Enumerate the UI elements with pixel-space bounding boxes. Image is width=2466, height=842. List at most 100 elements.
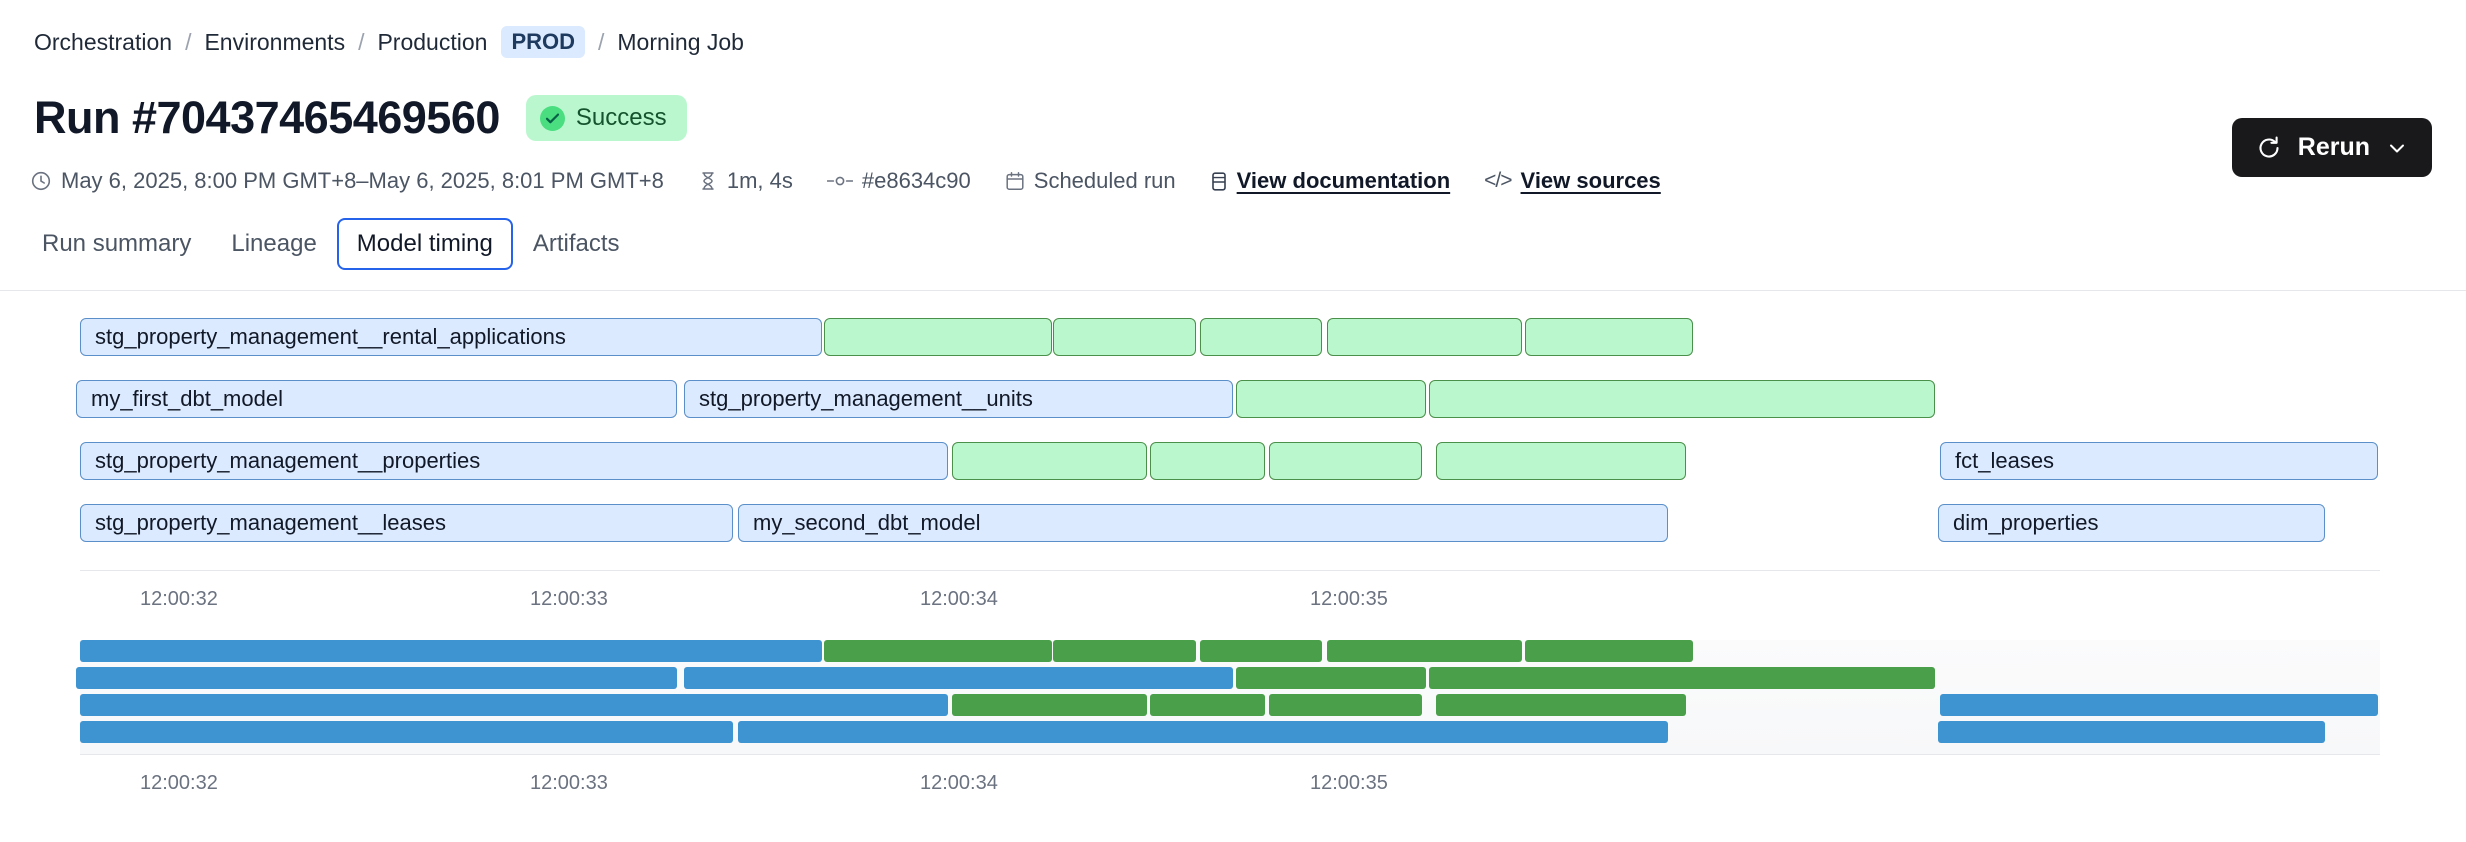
minimap-bar-model[interactable] [1938, 721, 2325, 743]
breadcrumb-item-orchestration[interactable]: Orchestration [34, 28, 173, 55]
minimap-bar-step[interactable] [1236, 667, 1426, 689]
book-icon [1210, 171, 1228, 192]
minimap-row [0, 694, 2466, 716]
check-circle-icon [539, 105, 565, 131]
gantt-bar-model[interactable]: stg_property_management__units [684, 380, 1233, 418]
commit-icon [826, 172, 853, 190]
minimap-bar-step[interactable] [1429, 667, 1935, 689]
meta-timerange-label: May 6, 2025, 8:00 PM GMT+8–May 6, 2025, … [61, 168, 664, 193]
gantt-axis-tick: 12:00:34 [920, 588, 998, 610]
tab-model-timing[interactable]: Model timing [336, 218, 513, 270]
gantt-bar-step[interactable] [1053, 318, 1196, 356]
minimap-bar-step[interactable] [1269, 694, 1422, 716]
breadcrumb-item-production[interactable]: Production [377, 28, 488, 55]
minimap-bar-step[interactable] [1327, 640, 1522, 662]
meta-commit: #e8634c90 [826, 168, 971, 194]
gantt-bar-model[interactable]: stg_property_management__properties [80, 442, 948, 480]
gantt-bar-step[interactable] [824, 318, 1052, 356]
meta-trigger: Scheduled run [1005, 168, 1176, 194]
minimap-bar-step[interactable] [1053, 640, 1196, 662]
gantt-row: stg_property_management__rental_applicat… [0, 318, 2466, 356]
minimap-bar-model[interactable] [80, 721, 733, 743]
minimap-axis-tick: 12:00:32 [140, 772, 218, 794]
minimap-bar-step[interactable] [824, 640, 1052, 662]
minimap-bar-step[interactable] [1150, 694, 1265, 716]
minimap-bar-model[interactable] [80, 694, 948, 716]
gantt-bar-model[interactable]: my_first_dbt_model [76, 380, 677, 418]
gantt-bar-label: stg_property_management__properties [95, 448, 481, 473]
gantt-bar-label: dim_properties [1953, 510, 2099, 535]
minimap-axis-tick: 12:00:34 [920, 772, 998, 794]
minimap-bar-model[interactable] [738, 721, 1668, 743]
gantt-bar-label: stg_property_management__units [699, 386, 1033, 411]
meta-documentation[interactable]: View documentation [1210, 168, 1451, 194]
clock-icon [30, 170, 52, 192]
breadcrumb-separator: / [185, 28, 192, 55]
run-metadata: May 6, 2025, 8:00 PM GMT+8–May 6, 2025, … [30, 168, 1661, 194]
gantt-bar-model[interactable]: stg_property_management__leases [80, 504, 733, 542]
gantt-bar-model[interactable]: stg_property_management__rental_applicat… [80, 318, 822, 356]
gantt-bar-model[interactable]: my_second_dbt_model [738, 504, 1668, 542]
gantt-bar-label: stg_property_management__leases [95, 510, 447, 535]
tab-run-summary[interactable]: Run summary [42, 230, 192, 257]
minimap-bar-model[interactable] [1940, 694, 2378, 716]
breadcrumb-item-morning-job[interactable]: Morning Job [617, 28, 744, 55]
gantt-bar-step[interactable] [1150, 442, 1265, 480]
minimap-row [0, 640, 2466, 662]
gantt-bar-label: my_first_dbt_model [91, 386, 283, 411]
gantt-bar-step[interactable] [1429, 380, 1935, 418]
view-sources-link[interactable]: View sources [1520, 168, 1661, 193]
gantt-axis-line [80, 570, 2380, 571]
minimap-row [0, 721, 2466, 743]
rerun-button[interactable]: Rerun [2231, 118, 2432, 177]
tab-bar-divider [0, 290, 2466, 291]
gantt-row: stg_property_management__properties fct_l… [0, 442, 2466, 480]
title-row: Run #70437465469560 Success [34, 92, 687, 144]
gantt-bar-step[interactable] [952, 442, 1147, 480]
gantt-bar-step[interactable] [1436, 442, 1686, 480]
gantt-bar-step[interactable] [1200, 318, 1322, 356]
minimap-axis-tick: 12:00:35 [1310, 772, 1388, 794]
gantt-axis-tick: 12:00:35 [1310, 588, 1388, 610]
gantt-bar-label: stg_property_management__rental_applicat… [95, 324, 566, 349]
tab-lineage[interactable]: Lineage [231, 230, 317, 257]
gantt-bar-step[interactable] [1327, 318, 1522, 356]
gantt-bar-step[interactable] [1269, 442, 1422, 480]
calendar-icon [1005, 171, 1025, 192]
gantt-bar-step[interactable] [1525, 318, 1693, 356]
meta-trigger-label: Scheduled run [1033, 168, 1176, 193]
meta-sources[interactable]: </> View sources [1484, 168, 1661, 194]
minimap-bar-step[interactable] [1525, 640, 1693, 662]
minimap-row [0, 667, 2466, 689]
breadcrumb-item-environments[interactable]: Environments [204, 28, 346, 55]
gantt-bar-label: my_second_dbt_model [753, 510, 981, 535]
minimap-bar-model[interactable] [80, 640, 822, 662]
breadcrumb-separator: / [358, 28, 365, 55]
rerun-button-label: Rerun [2297, 133, 2370, 161]
code-icon: </> [1484, 169, 1512, 192]
minimap-bar-model[interactable] [684, 667, 1233, 689]
minimap-axis-tick: 12:00:33 [530, 772, 608, 794]
breadcrumb-env-chip: PROD [501, 26, 585, 58]
meta-duration: 1m, 4s [698, 168, 793, 194]
gantt-bar-step[interactable] [1236, 380, 1426, 418]
minimap-bar-step[interactable] [1436, 694, 1686, 716]
refresh-icon [2256, 135, 2282, 161]
minimap-bar-step[interactable] [1200, 640, 1322, 662]
meta-duration-label: 1m, 4s [726, 168, 793, 193]
minimap-bar-model[interactable] [76, 667, 677, 689]
status-badge-label: Success [575, 104, 667, 131]
breadcrumb-separator: / [598, 28, 605, 55]
view-documentation-link[interactable]: View documentation [1236, 168, 1451, 193]
gantt-bar-model[interactable]: dim_properties [1938, 504, 2325, 542]
gantt-bar-model[interactable]: fct_leases [1940, 442, 2378, 480]
gantt-axis-tick: 12:00:32 [140, 588, 218, 610]
gantt-row: my_first_dbt_model stg_property_managemen… [0, 380, 2466, 418]
tab-artifacts[interactable]: Artifacts [532, 230, 620, 257]
chevron-down-icon[interactable] [2386, 137, 2408, 159]
page-title: Run #70437465469560 [34, 92, 500, 143]
minimap-bar-step[interactable] [952, 694, 1147, 716]
status-badge: Success [525, 95, 687, 141]
model-timing-minimap[interactable]: 12:00:32 12:00:33 12:00:34 12:00:35 [0, 640, 2466, 794]
